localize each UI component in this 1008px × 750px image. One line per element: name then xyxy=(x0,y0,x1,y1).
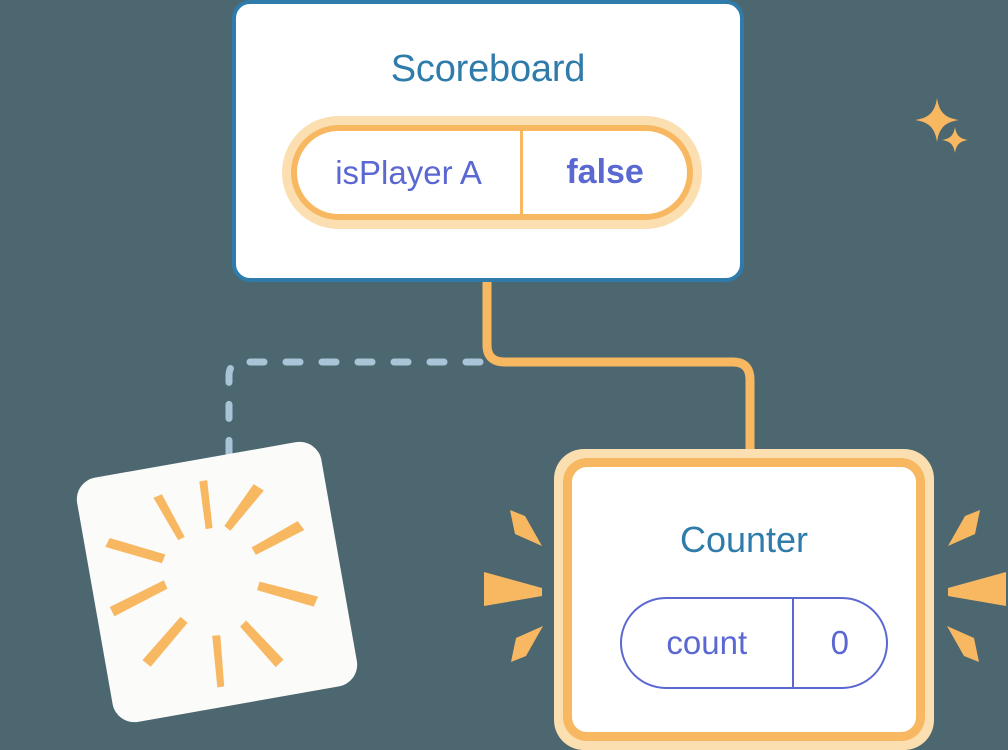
blank-card[interactable] xyxy=(73,438,361,726)
counter-property-pill[interactable]: count 0 xyxy=(620,597,888,689)
blank-card-burst-icon xyxy=(105,480,319,688)
connector-scoreboard-to-blank-card xyxy=(225,358,484,474)
counter-burst-left-icon xyxy=(484,510,543,662)
counter-property-value: 0 xyxy=(830,624,849,661)
counter-property-key: count xyxy=(622,599,794,687)
scoreboard-property-key: isPlayer A xyxy=(297,131,524,214)
connector-scoreboard-to-counter xyxy=(482,282,755,462)
sparkle-small-icon xyxy=(942,127,968,153)
counter-card[interactable]: Counter count 0 xyxy=(554,449,934,750)
scoreboard-card[interactable]: Scoreboard isPlayer A false xyxy=(232,0,968,282)
counter-burst-right-icon xyxy=(947,510,1006,662)
counter-title: Counter xyxy=(679,519,809,560)
sparkle-large-icon xyxy=(915,98,959,142)
scoreboard-property-pill[interactable]: isPlayer A false xyxy=(282,116,702,229)
scoreboard-property-value: false xyxy=(566,153,644,191)
scoreboard-title: Scoreboard xyxy=(390,48,586,90)
